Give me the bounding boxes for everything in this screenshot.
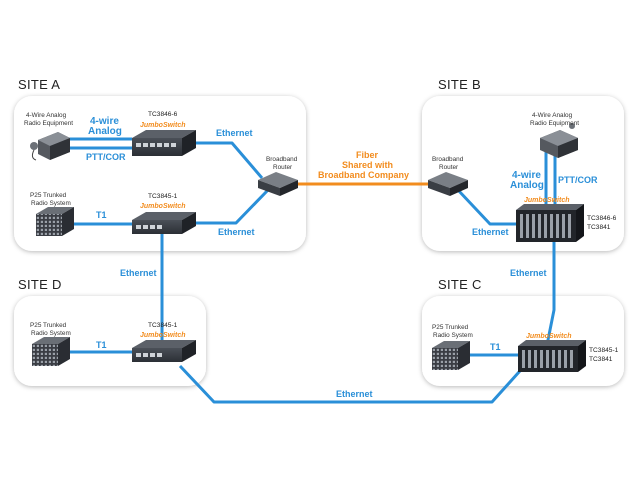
chassis-b-model-2: TC3841 xyxy=(587,224,611,231)
p25-c-label-1: P25 Trunked xyxy=(432,324,469,331)
chassis-c-model-1: TC3845-1 xyxy=(589,347,619,354)
ethernet-label-b: Ethernet xyxy=(472,227,509,237)
p25-a-label-2: Radio System xyxy=(31,200,71,207)
broadband-router-a-icon xyxy=(258,172,298,196)
p25-a-label-1: P25 Trunked xyxy=(30,192,67,199)
p25-radio-system-d-icon xyxy=(32,337,70,366)
router-a-label-2: Router xyxy=(273,164,293,171)
four-wire-label-a2: Analog xyxy=(88,126,122,137)
chassis-b-brand: JumboSwitch xyxy=(524,197,570,204)
switch-a2-brand: JumboSwitch xyxy=(140,203,186,210)
radio-b-label-2: Radio Equipment xyxy=(530,120,579,127)
switch-a1-model: TC3846-6 xyxy=(148,111,178,118)
fiber-label-2: Shared with xyxy=(342,160,393,170)
switch-tc3845-1-d-icon xyxy=(132,340,196,362)
radio-a-label-1: 4-Wire Analog xyxy=(26,112,67,119)
chassis-c-model-2: TC3841 xyxy=(589,356,613,363)
ethernet-link-a2-router xyxy=(196,188,270,225)
ptt-label-b: PTT/COR xyxy=(558,175,598,185)
ethernet-label-a-d: Ethernet xyxy=(120,268,157,278)
router-b-label-2: Router xyxy=(439,164,459,171)
site-b-label: SITE B xyxy=(438,77,481,92)
fiber-label-3: Broadband Company xyxy=(318,170,409,180)
four-wire-label-b1: 4-wire xyxy=(512,170,541,181)
p25-c-label-2: Radio System xyxy=(433,332,473,339)
ethernet-label-a2: Ethernet xyxy=(218,227,255,237)
radio-a-label-2: Radio Equipment xyxy=(24,120,73,127)
site-a-label: SITE A xyxy=(18,77,60,92)
p25-radio-system-a-icon xyxy=(36,207,74,236)
switch-a2-model: TC3845-1 xyxy=(148,193,178,200)
radio-equipment-b-icon xyxy=(540,123,578,158)
ptt-label-a: PTT/COR xyxy=(86,152,126,162)
switch-tc3845-1-a-icon xyxy=(132,212,196,234)
site-d-label: SITE D xyxy=(18,277,62,292)
ethernet-label-a1: Ethernet xyxy=(216,128,253,138)
p25-d-label-1: P25 Trunked xyxy=(30,322,67,329)
switch-d-model: TC3845-1 xyxy=(148,322,178,329)
chassis-b-model-1: TC3846-6 xyxy=(587,215,617,222)
fiber-label-1: Fiber xyxy=(356,150,379,160)
site-c-label: SITE C xyxy=(438,277,482,292)
t1-label-a: T1 xyxy=(96,210,107,220)
switch-a1-brand: JumboSwitch xyxy=(140,122,186,129)
ethernet-link-b-router xyxy=(456,188,516,226)
four-wire-label-a1: 4-wire xyxy=(90,116,119,127)
ethernet-link-a1-router xyxy=(196,141,264,179)
router-a-label-1: Broadband xyxy=(266,156,298,163)
broadband-router-b-icon xyxy=(428,172,468,196)
chassis-tc3846-6-b-icon xyxy=(516,204,584,242)
router-b-label-1: Broadband xyxy=(432,156,464,163)
ethernet-label-d-c: Ethernet xyxy=(336,389,373,399)
p25-d-label-2: Radio System xyxy=(31,330,71,337)
switch-tc3846-6-a-icon xyxy=(132,130,196,156)
t1-label-d: T1 xyxy=(96,340,107,350)
t1-label-c: T1 xyxy=(490,342,501,352)
switch-d-brand: JumboSwitch xyxy=(140,332,186,339)
radio-b-label-1: 4-Wire Analog xyxy=(532,112,573,119)
p25-radio-system-c-icon xyxy=(432,341,470,370)
ethernet-link-d-c xyxy=(178,360,530,404)
chassis-tc3845-1-c-icon xyxy=(518,340,586,372)
chassis-c-brand: JumboSwitch xyxy=(526,333,572,340)
ethernet-link-b-c xyxy=(545,242,556,346)
radio-equipment-a-icon xyxy=(30,132,70,161)
four-wire-label-b2: Analog xyxy=(510,180,544,191)
ethernet-label-b-c: Ethernet xyxy=(510,268,547,278)
site-a-box xyxy=(14,96,306,251)
